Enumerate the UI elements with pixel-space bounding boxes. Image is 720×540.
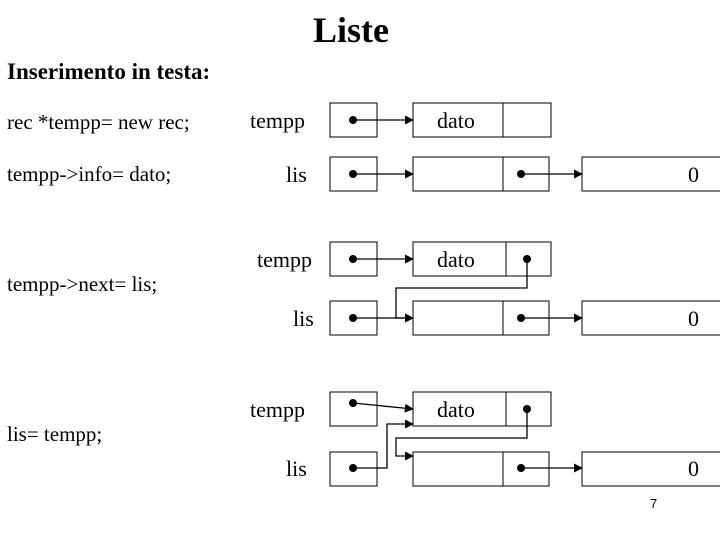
pointer-arrow [352, 402, 414, 413]
label-lis: lis [286, 456, 307, 481]
list-tail-node-3 [581, 451, 720, 487]
label-tempp: tempp [250, 108, 305, 133]
list-node-next-box-3 [502, 451, 550, 487]
label-lis: lis [286, 162, 307, 187]
list-tail-node-2 [581, 300, 720, 336]
node-value: dato [437, 108, 475, 133]
list-node-info-box-1 [412, 156, 504, 192]
node-info-box-3 [412, 391, 507, 427]
list-tail-node-1 [581, 156, 720, 192]
node-value: dato [437, 397, 475, 422]
label-lis: lis [293, 306, 314, 331]
node-next-box-1 [502, 102, 552, 138]
label-tempp: tempp [257, 247, 312, 272]
null-value: 0 [688, 306, 699, 331]
code-line-info-assign: tempp->info= dato; [7, 162, 172, 186]
node-value: dato [437, 247, 475, 272]
page-title: Liste [313, 10, 389, 50]
node-info-box-2 [412, 241, 507, 277]
tempp-pointer-box-3 [329, 391, 378, 427]
code-line-lis-assign: lis= tempp; [7, 422, 103, 446]
next-link-arrow [395, 409, 528, 461]
null-value: 0 [688, 162, 699, 187]
label-tempp: tempp [250, 397, 305, 422]
section-subtitle: Inserimento in testa: [7, 59, 211, 84]
null-value: 0 [688, 456, 699, 481]
list-node-info-box-3 [412, 451, 504, 487]
code-line-next-assign: tempp->next= lis; [7, 272, 158, 296]
lis-to-head-arrow [353, 419, 414, 469]
list-node-info-box-2 [412, 300, 504, 336]
code-line-new-rec: rec *tempp= new rec; [7, 110, 190, 134]
page-number: 7 [650, 496, 658, 511]
